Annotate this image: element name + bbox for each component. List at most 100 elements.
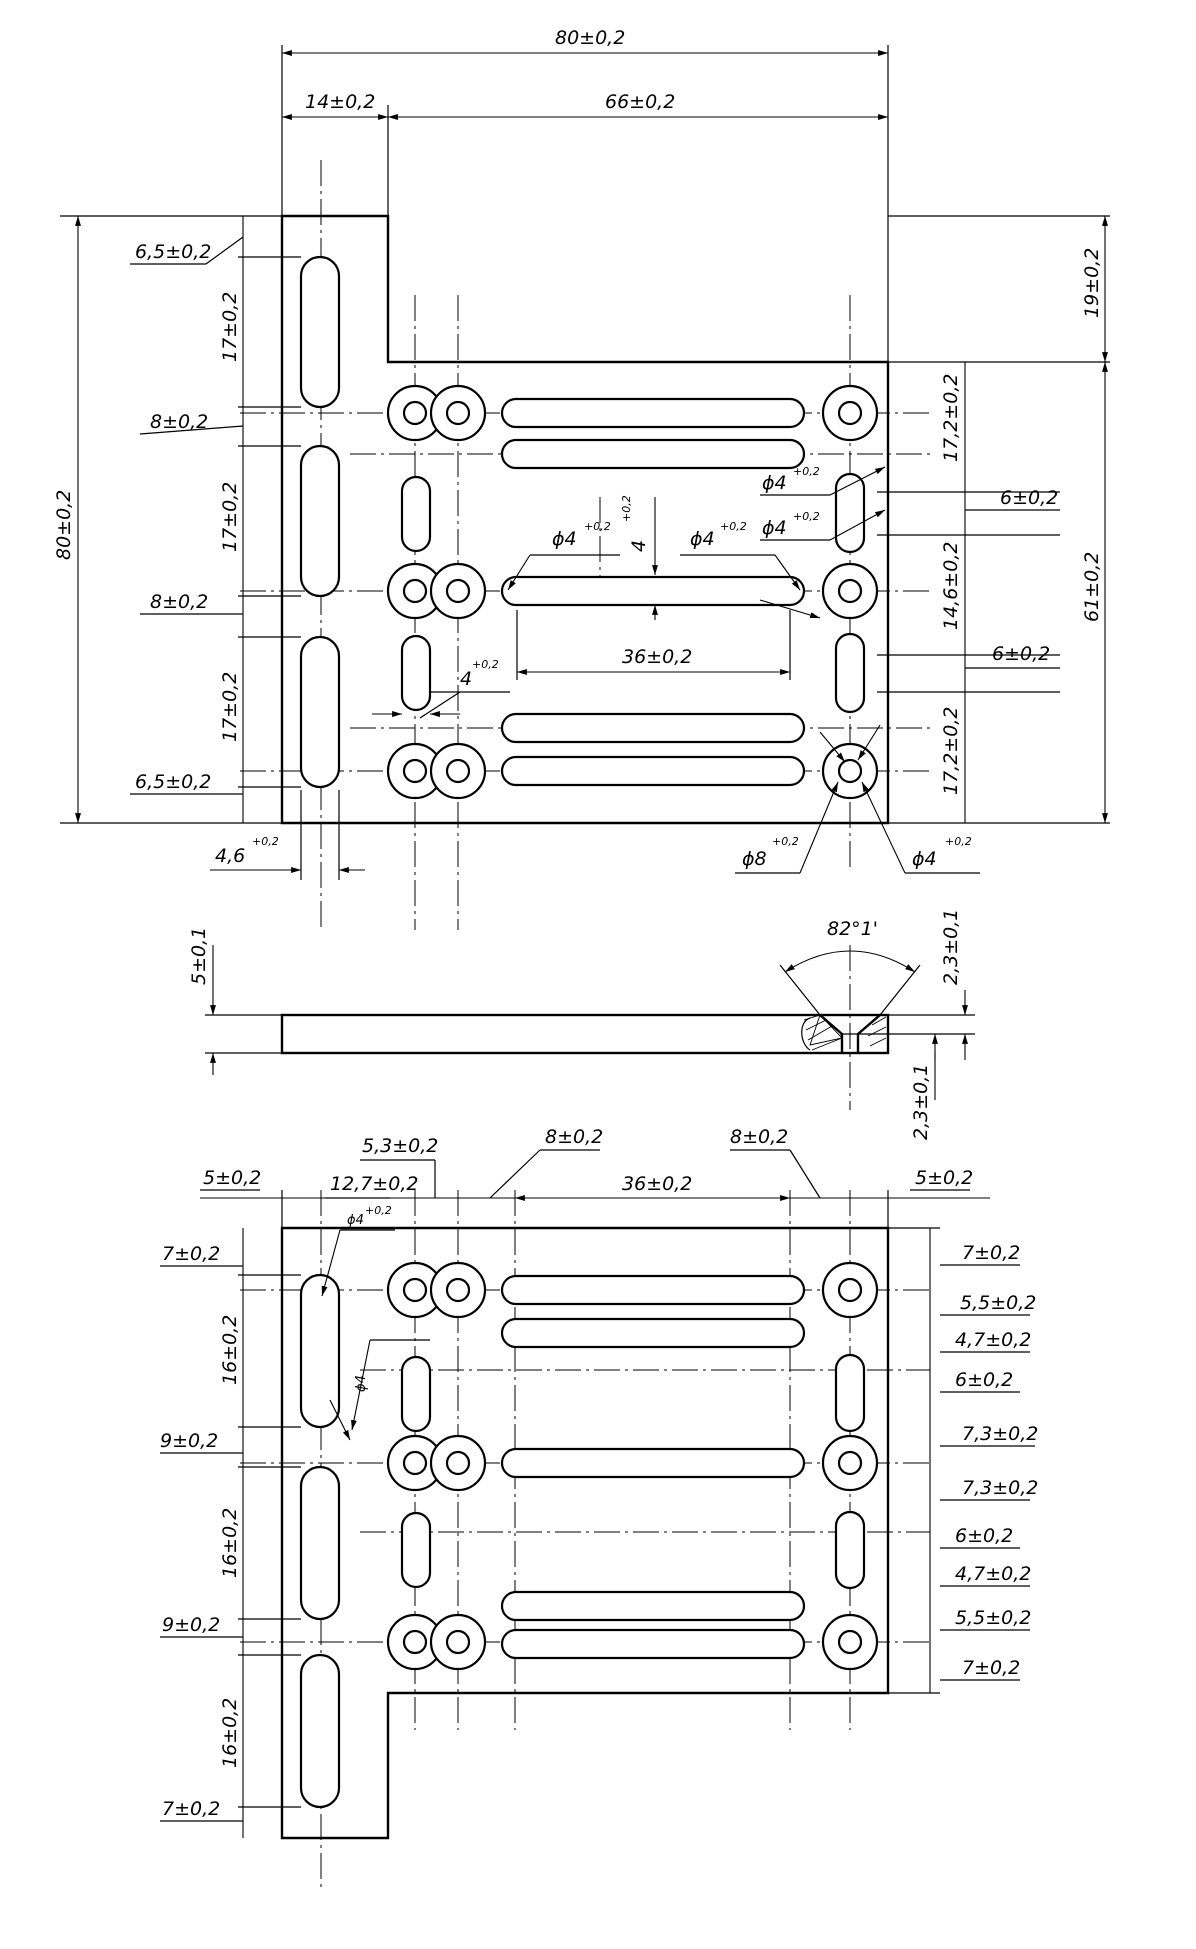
svg-text:+0,2: +0,2: [772, 835, 799, 848]
dim-right-2: 5,5±0,2: [960, 1292, 1036, 1314]
svg-text:+0,2: +0,2: [720, 520, 747, 533]
dim-slot-pitch: 36±0,2: [622, 646, 692, 668]
top-view: 80±0,2 14±0,2 66±0,2 80±0,2 6,5±0,2 17±0…: [53, 27, 1110, 930]
right-hole: [821, 1613, 879, 1671]
dim-right-10: 7±0,2: [962, 1657, 1020, 1679]
countersunk-hole: [821, 742, 879, 800]
svg-text:+0,2: +0,2: [620, 495, 633, 522]
edge-slot-width: 4,6: [215, 845, 245, 867]
dim-left-1: 6,5±0,2: [135, 241, 211, 263]
dim-left-7: 6,5±0,2: [135, 771, 211, 793]
big-hole-callout: ϕ8: [742, 848, 767, 870]
double-hole-mid: [386, 562, 487, 620]
double-hole-top: [386, 1261, 487, 1319]
double-hole-mid: [386, 1434, 487, 1492]
slot-width-mark: 4: [628, 540, 650, 552]
right-hole: [821, 384, 879, 442]
left-slot: [299, 255, 341, 409]
double-hole-bottom: [386, 742, 487, 800]
side-view-outline: [280, 1013, 890, 1055]
left-slot: [299, 635, 341, 789]
dim-right-3: 4,7±0,2: [955, 1329, 1031, 1351]
slot-width-mark: 4: [460, 668, 472, 690]
dim-flange-step: 19±0,2: [1081, 248, 1103, 318]
phi-callout: ϕ4: [762, 472, 787, 494]
dim-top-2: 5,3±0,2: [362, 1135, 438, 1157]
dim-right-8: 4,7±0,2: [955, 1563, 1031, 1585]
dim-overall-width: 80±0,2: [555, 27, 625, 49]
dim-right-2: 6±0,2: [1000, 487, 1058, 509]
right-hole: [821, 562, 879, 620]
dim-bottom-left-6: 16±0,2: [219, 1698, 241, 1768]
short-slot: [400, 1355, 432, 1433]
long-slot: [500, 397, 806, 429]
left-slot: [299, 1653, 341, 1809]
long-slot: [500, 1590, 806, 1622]
dim-thickness: 5±0,1: [188, 927, 210, 985]
dim-left-6: 17±0,2: [219, 672, 241, 742]
right-slot: [834, 1510, 866, 1590]
long-slot: [500, 1274, 806, 1306]
dim-left-3: 8±0,2: [150, 411, 208, 433]
left-slot: [299, 1273, 341, 1429]
right-slot: [834, 632, 866, 714]
dim-overall-height: 80±0,2: [53, 490, 75, 560]
dim-top-3: 12,7±0,2: [330, 1173, 418, 1195]
dim-bottom-left-4: 16±0,2: [219, 1508, 241, 1578]
long-slot: [500, 712, 806, 744]
svg-text:+0,2: +0,2: [945, 835, 972, 848]
long-slot: [500, 575, 806, 607]
long-slot: [500, 1447, 806, 1479]
phi-callout: ϕ4: [762, 517, 787, 539]
phi-callout: ϕ4: [690, 528, 715, 550]
lower-depth: 2,3±0,1: [910, 1064, 932, 1140]
dim-right-5: 17,2±0,2: [940, 707, 962, 795]
phi-small-callout: ϕ4: [347, 1213, 364, 1228]
dim-top-1: 5±0,2: [203, 1167, 261, 1189]
dim-top-6: 8±0,2: [730, 1126, 788, 1148]
svg-text:+0,2: +0,2: [365, 1204, 392, 1217]
long-slot: [500, 1628, 806, 1660]
svg-text:+0,2: +0,2: [793, 465, 820, 478]
dim-bottom-left-2: 16±0,2: [219, 1315, 241, 1385]
svg-text:+0,2: +0,2: [793, 510, 820, 523]
left-slot: [299, 1465, 341, 1621]
dim-right-4: 6±0,2: [955, 1369, 1013, 1391]
dim-right-1: 17,2±0,2: [940, 374, 962, 462]
right-hole: [821, 1261, 879, 1319]
dim-right-9: 5,5±0,2: [955, 1607, 1031, 1629]
svg-text:+0,2: +0,2: [584, 520, 611, 533]
dim-bottom-left-1: 7±0,2: [162, 1243, 220, 1265]
dim-top-4: 8±0,2: [545, 1126, 603, 1148]
dim-left-5: 8±0,2: [150, 591, 208, 613]
double-hole-bottom: [386, 1613, 487, 1671]
short-slot: [400, 634, 432, 712]
svg-text:+0,2: +0,2: [252, 835, 279, 848]
bottom-view: 5±0,2 5,3±0,2 12,7±0,2 8±0,2 36±0,2 8±0,…: [160, 1126, 1038, 1890]
dim-main-height: 61±0,2: [1081, 552, 1103, 622]
dim-bottom-left-5: 9±0,2: [162, 1614, 220, 1636]
phi-callout: ϕ4: [552, 528, 577, 550]
dim-top-7: 5±0,2: [915, 1167, 973, 1189]
left-slot: [299, 444, 341, 598]
dim-right-6: 7,3±0,2: [962, 1477, 1038, 1499]
small-hole-callout: ϕ4: [912, 848, 937, 870]
dim-flange-width: 14±0,2: [305, 91, 375, 113]
dim-right-7: 6±0,2: [955, 1525, 1013, 1547]
svg-text:+0,2: +0,2: [472, 658, 499, 671]
dim-left-2: 17±0,2: [219, 292, 241, 362]
dim-bottom-left-7: 7±0,2: [162, 1798, 220, 1820]
long-slot: [500, 755, 806, 787]
right-hole: [821, 1434, 879, 1492]
countersink-angle: 82°1': [827, 918, 878, 940]
dim-right-4: 6±0,2: [992, 643, 1050, 665]
dim-bottom-left-3: 9±0,2: [160, 1430, 218, 1452]
double-hole-top: [386, 384, 487, 442]
short-slot: [400, 475, 432, 553]
counterbore-depth: 2,3±0,1: [940, 909, 962, 985]
long-slot: [500, 1317, 806, 1349]
phi-small-callout: ϕ4: [354, 1375, 369, 1392]
dim-right-3: 14,6±0,2: [940, 542, 962, 630]
short-slot: [400, 1511, 432, 1589]
